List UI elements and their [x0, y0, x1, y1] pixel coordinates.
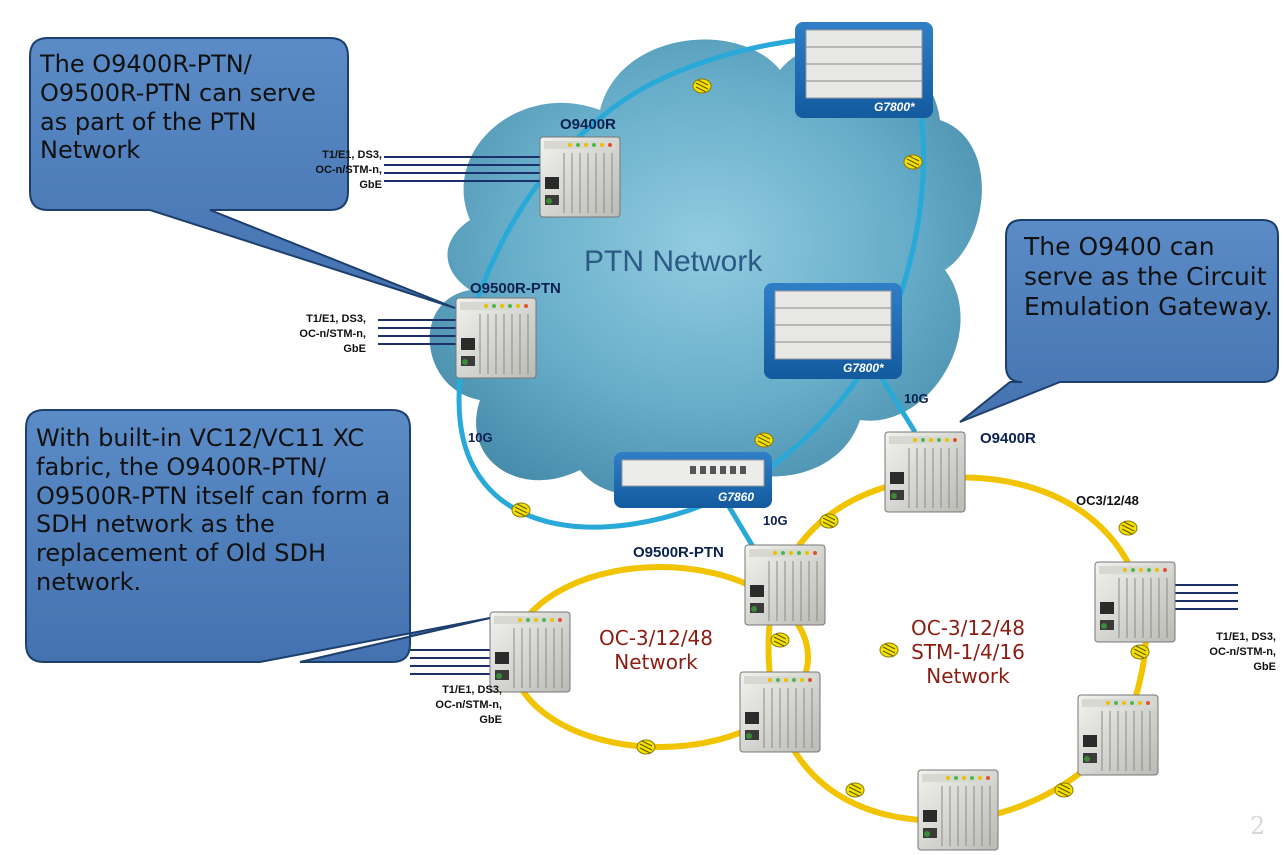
ring-label-right: OC-3/12/48 STM-1/4/16 Network — [898, 616, 1038, 688]
g7860-box — [614, 452, 772, 508]
link-label-10g-left: 10G — [468, 430, 493, 445]
g7800-top-box — [795, 22, 933, 118]
fiber-connector-icon — [636, 739, 656, 755]
fiber-connector-icon — [845, 782, 865, 798]
o9500r-ptn-mid-device — [744, 544, 826, 626]
callout-sdh: With built-in VC12/VC11 XC fabric, the O… — [36, 424, 391, 596]
interface-lines-left — [378, 319, 458, 345]
callout-gateway-shape — [959, 219, 1279, 423]
interface-lines-top — [384, 156, 545, 182]
fiber-connector-icon — [1130, 644, 1150, 660]
page-number: 2 — [1250, 812, 1266, 840]
device-label-o9500r-ptn-left: O9500R-PTN — [470, 280, 561, 297]
interface-lines-bottom-left — [410, 649, 495, 675]
ring-label-line: OC-3/12/48 — [598, 626, 714, 650]
interface-line: T1/E1, DS3, — [322, 149, 382, 161]
device-label-o9400r-top: O9400R — [560, 116, 616, 133]
interface-label-bottom-left: T1/E1, DS3, OC-n/STM-n, GbE — [382, 683, 502, 728]
fiber-connector-icon — [754, 432, 774, 448]
fiber-connector-icon — [1054, 782, 1074, 798]
bottom-ring-device — [917, 769, 999, 851]
callout-ptn-member-shape — [29, 37, 456, 309]
device-label-g7800-mid: G7800* — [843, 361, 884, 375]
device-label-o9500r-ptn-mid: O9500R-PTN — [633, 544, 724, 561]
ring-label-line: Network — [614, 650, 698, 674]
fiber-connector-icon — [903, 154, 923, 170]
interface-line: T1/E1, DS3, — [306, 313, 366, 325]
device-label-g7860: G7860 — [718, 490, 755, 504]
left-ring-device — [489, 611, 571, 693]
link-label-oc3: OC3/12/48 — [1076, 493, 1139, 508]
interface-label-top: T1/E1, DS3, OC-n/STM-n, GbE — [262, 148, 382, 193]
mid-lower-device — [739, 671, 821, 753]
device-label-g7800-top: G7800* — [874, 100, 915, 114]
interface-line: GbE — [359, 178, 382, 191]
interface-line: T1/E1, DS3, — [1216, 631, 1276, 643]
o9400r-right-device — [884, 431, 966, 513]
callout-gateway: The O9400 can serve as the Circuit Emula… — [1024, 232, 1273, 321]
fiber-connector-icon — [511, 502, 531, 518]
o9400r-top-device — [539, 136, 621, 218]
interface-line: OC-n/STM-n, — [1209, 645, 1276, 658]
interface-label-right: T1/E1, DS3, OC-n/STM-n, GbE — [1156, 630, 1276, 675]
fiber-connector-icon — [879, 642, 899, 658]
ring-label-line: OC-3/12/48 — [910, 616, 1026, 640]
callout-sdh-shape — [25, 409, 491, 663]
ring-label-line: STM-1/4/16 — [911, 640, 1025, 664]
ptn-network-label: PTN Network — [584, 245, 763, 278]
interface-lines-right — [1170, 584, 1238, 610]
device-label-o9400r-right: O9400R — [980, 430, 1036, 447]
fiber-connector-icon — [770, 632, 790, 648]
blue-link-to-o9400r — [875, 370, 918, 434]
interface-line: OC-n/STM-n, — [315, 163, 382, 176]
fiber-connector-icon — [819, 513, 839, 529]
link-label-10g-right: 10G — [904, 391, 929, 406]
ring-label-line: Network — [926, 664, 1010, 688]
right-ring-device-bottom — [1077, 694, 1159, 776]
interface-line: T1/E1, DS3, — [442, 684, 502, 696]
fiber-connector-icon — [1118, 520, 1138, 536]
interface-label-left: T1/E1, DS3, OC-n/STM-n, GbE — [246, 312, 366, 357]
interface-line: GbE — [1253, 660, 1276, 673]
o9500r-ptn-left-device — [455, 297, 537, 379]
g7800-mid-box — [764, 283, 902, 379]
link-label-10g-g7860: 10G — [763, 513, 788, 528]
callout-ptn-member: The O9400R-PTN/ O9500R-PTN can serve as … — [40, 50, 316, 165]
ring-label-left: OC-3/12/48 Network — [596, 626, 716, 674]
interface-line: OC-n/STM-n, — [299, 327, 366, 340]
interface-line: GbE — [343, 342, 366, 355]
interface-line: GbE — [479, 713, 502, 726]
fiber-connector-icon — [692, 78, 712, 94]
interface-line: OC-n/STM-n, — [435, 698, 502, 711]
